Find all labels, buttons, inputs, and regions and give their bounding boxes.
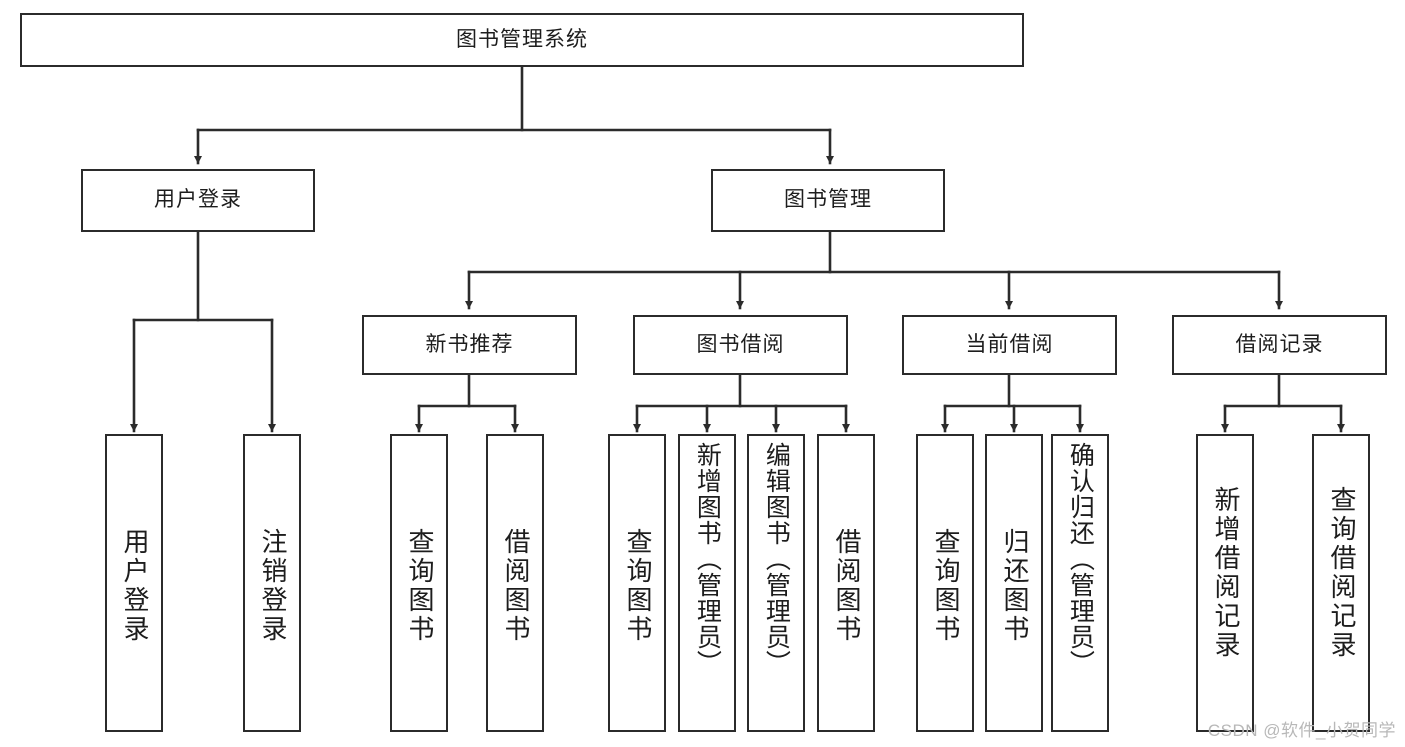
leaf-cb-return-book-label: 归还图书 [999, 528, 1030, 644]
leaf-cb-confirm-return-label: 确认归还（管理员） [1066, 442, 1095, 676]
node-new-book-recommend-label: 新书推荐 [425, 332, 514, 356]
leaf-bb-borrow-book[interactable]: 借阅图书 [817, 434, 875, 732]
csdn-watermark: CSDN @软件_小贺同学 [1207, 721, 1396, 740]
leaf-nb-borrow-book-label: 借阅图书 [500, 528, 531, 644]
node-user-login[interactable]: 用户登录 [81, 169, 315, 232]
node-current-borrow[interactable]: 当前借阅 [902, 315, 1117, 375]
leaf-bb-query-book[interactable]: 查询图书 [608, 434, 666, 732]
leaf-logout[interactable]: 注销登录 [243, 434, 301, 732]
leaf-nb-query-book-label: 查询图书 [404, 528, 435, 644]
leaf-user-login-label: 用户登录 [119, 528, 150, 644]
leaf-cb-query-book-label: 查询图书 [930, 528, 961, 644]
leaf-br-add-record[interactable]: 新增借阅记录 [1196, 434, 1254, 732]
node-borrow-record[interactable]: 借阅记录 [1172, 315, 1387, 375]
leaf-bb-query-book-label: 查询图书 [622, 528, 653, 644]
leaf-user-login[interactable]: 用户登录 [105, 434, 163, 732]
node-user-login-label: 用户登录 [154, 188, 242, 212]
node-book-management-label: 图书管理 [784, 188, 872, 212]
node-book-management[interactable]: 图书管理 [711, 169, 945, 232]
leaf-bb-add-book[interactable]: 新增图书（管理员） [678, 434, 736, 732]
leaf-br-query-record-label: 查询借阅记录 [1326, 486, 1357, 660]
leaf-cb-query-book[interactable]: 查询图书 [916, 434, 974, 732]
node-borrow-record-label: 借阅记录 [1235, 332, 1324, 356]
node-book-borrow-label: 图书借阅 [696, 332, 785, 356]
node-new-book-recommend[interactable]: 新书推荐 [362, 315, 577, 375]
node-root-label: 图书管理系统 [456, 27, 588, 51]
leaf-bb-edit-book-label: 编辑图书（管理员） [762, 442, 791, 676]
leaf-logout-label: 注销登录 [257, 528, 288, 644]
leaf-br-add-record-label: 新增借阅记录 [1210, 486, 1241, 660]
leaf-nb-borrow-book[interactable]: 借阅图书 [486, 434, 544, 732]
leaf-bb-add-book-label: 新增图书（管理员） [693, 442, 722, 676]
leaf-bb-edit-book[interactable]: 编辑图书（管理员） [747, 434, 805, 732]
leaf-cb-confirm-return[interactable]: 确认归还（管理员） [1051, 434, 1109, 732]
node-root[interactable]: 图书管理系统 [20, 13, 1024, 67]
node-current-borrow-label: 当前借阅 [965, 332, 1054, 356]
node-book-borrow[interactable]: 图书借阅 [633, 315, 848, 375]
leaf-bb-borrow-book-label: 借阅图书 [831, 528, 862, 644]
leaf-cb-return-book[interactable]: 归还图书 [985, 434, 1043, 732]
leaf-nb-query-book[interactable]: 查询图书 [390, 434, 448, 732]
leaf-br-query-record[interactable]: 查询借阅记录 [1312, 434, 1370, 732]
